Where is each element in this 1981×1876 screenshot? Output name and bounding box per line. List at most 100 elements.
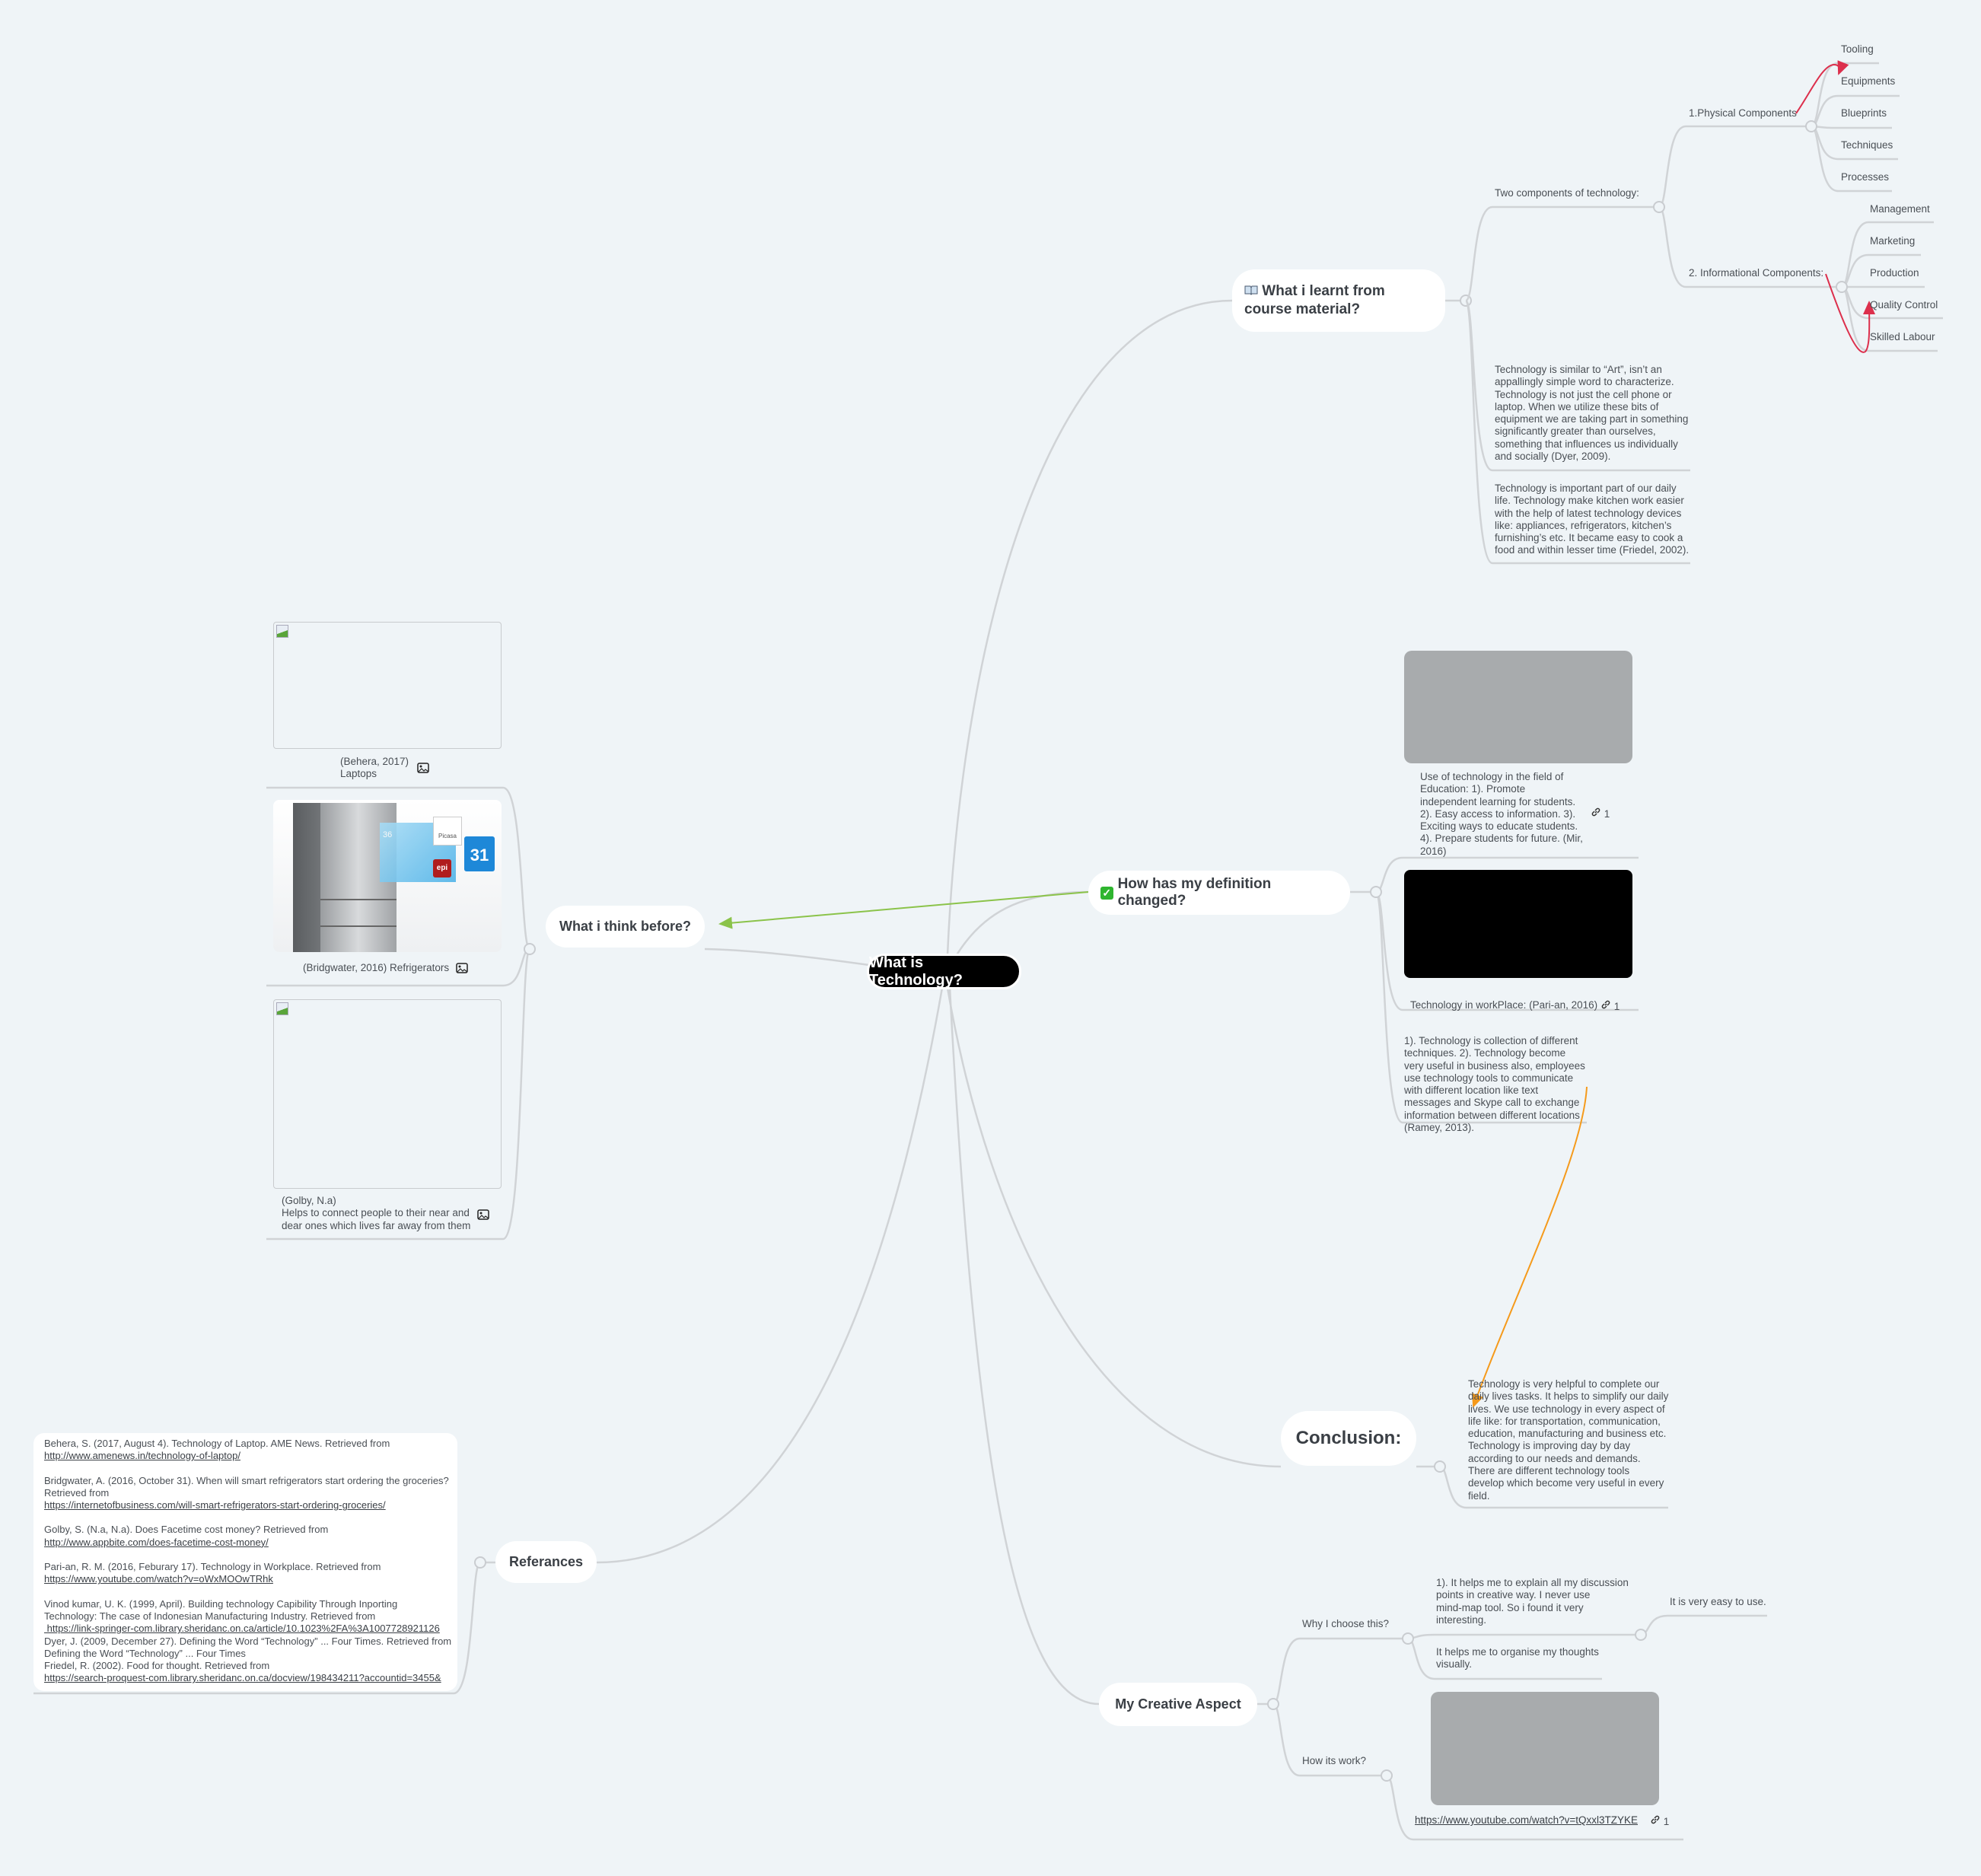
collapse-toggle[interactable] [524, 943, 536, 955]
link-icon [1651, 1815, 1660, 1824]
edge [1407, 1633, 1641, 1640]
branch-changed [954, 890, 1089, 958]
link-badge[interactable]: 1 [1600, 999, 1620, 1012]
fridge-app-tile: Picasa [433, 817, 462, 846]
reference-entry: Bridgwater, A. (2016, October 31). When … [44, 1475, 455, 1512]
facetime-image[interactable] [273, 999, 502, 1189]
edge [266, 948, 531, 1241]
reference-entry: Golby, S. (N.a, N.a). Does Facetime cost… [44, 1524, 455, 1549]
leaf-quality-control[interactable]: Quality Control [1870, 299, 1938, 311]
topic-conclusion[interactable]: Conclusion: [1281, 1411, 1416, 1466]
subtopic-two-components[interactable]: Two components of technology: [1495, 187, 1639, 199]
edge [266, 786, 531, 951]
reason-easy-to-use[interactable]: It is very easy to use. [1670, 1596, 1766, 1607]
paragraph-art[interactable]: Technology is similar to “Art”, isn’t an… [1495, 364, 1689, 463]
topic-what-i-learnt[interactable]: What i learnt from course material? [1232, 269, 1445, 332]
workplace-caption[interactable]: Technology in workPlace: (Pari-an, 2016) [1410, 999, 1598, 1011]
workplace-video[interactable] [1404, 870, 1632, 978]
topic-definition-changed[interactable]: ✓ How has my definition changed? [1088, 871, 1350, 915]
leaf-processes[interactable]: Processes [1841, 171, 1890, 183]
calendar-icon: 31 [464, 836, 495, 871]
how-it-works-video-thumbnail[interactable] [1431, 1692, 1659, 1805]
image-icon[interactable] [477, 1209, 489, 1220]
leaf-production[interactable]: Production [1870, 267, 1919, 279]
education-video-thumbnail[interactable] [1404, 651, 1632, 763]
reference-link[interactable]: https://search-proquest-com.library.sher… [44, 1672, 441, 1684]
image-icon[interactable] [417, 763, 429, 773]
conclusion-text[interactable]: Technology is very helpful to complete o… [1468, 1378, 1669, 1502]
leaf-skilled-labour[interactable]: Skilled Labour [1870, 331, 1935, 342]
reason-explain-creatively[interactable]: 1). It helps me to explain all my discus… [1436, 1577, 1629, 1626]
reference-link[interactable]: http://www.appbite.com/does-facetime-cos… [44, 1536, 269, 1548]
reference-link[interactable]: https://link-springer-com.library.sherid… [44, 1623, 440, 1635]
edge [1811, 125, 1892, 129]
paragraph-daily-life[interactable]: Technology is important part of our dail… [1495, 483, 1690, 556]
collapse-toggle[interactable] [1370, 886, 1382, 898]
topic-my-creative-aspect[interactable]: My Creative Aspect [1099, 1683, 1257, 1726]
topic-what-i-think-before[interactable]: What i think before? [546, 906, 705, 948]
reference-link[interactable]: https://www.youtube.com/watch?v=oWxMOOwT… [44, 1573, 273, 1585]
leaf-marketing[interactable]: Marketing [1870, 235, 1916, 247]
link-icon [1601, 1000, 1610, 1009]
reference-entry: Behera, S. (2017, August 4). Technology … [44, 1438, 455, 1463]
reference-link[interactable]: https://internetofbusiness.com/will-smar… [44, 1499, 386, 1511]
edge [1464, 299, 1690, 565]
collapse-toggle[interactable] [474, 1556, 486, 1569]
edge [33, 1561, 482, 1695]
leaf-blueprints[interactable]: Blueprints [1841, 107, 1887, 119]
edge [1640, 1614, 1767, 1636]
edge [1464, 205, 1659, 302]
collapse-toggle[interactable] [1381, 1769, 1393, 1782]
collapse-toggle[interactable] [1836, 281, 1848, 293]
image-icon[interactable] [456, 963, 468, 973]
reference-entry: Pari-an, R. M. (2016, Feburary 17). Tech… [44, 1561, 455, 1586]
paragraph-collection[interactable]: 1). Technology is collection of differen… [1404, 1035, 1585, 1134]
reference-text: Golby, S. (N.a, N.a). Does Facetime cost… [44, 1524, 329, 1536]
relation-arrow-green [718, 891, 1089, 929]
collapse-toggle[interactable] [1805, 120, 1817, 132]
edge [1658, 125, 1811, 209]
topic-label: What i learnt from course material? [1244, 283, 1385, 317]
topic-label: How has my definition changed? [1117, 876, 1272, 909]
laptop-image[interactable] [273, 622, 502, 749]
leaf-equipments[interactable]: Equipments [1841, 75, 1896, 87]
broken-image-icon [276, 625, 288, 638]
collapse-toggle[interactable] [1402, 1632, 1414, 1645]
collapse-toggle[interactable] [1635, 1629, 1647, 1641]
collapse-toggle[interactable] [1267, 1698, 1279, 1710]
link-badge[interactable]: 1 [1591, 807, 1610, 820]
reference-text: Dyer, J. (2009, December 27). Defining t… [44, 1635, 452, 1672]
branch-before [704, 948, 870, 967]
collapse-toggle[interactable] [1653, 201, 1665, 213]
relation-arrow-red [1825, 273, 1876, 353]
reference-link[interactable]: http://www.amenews.in/technology-of-lapt… [44, 1450, 240, 1462]
education-caption[interactable]: Use of technology in the field of Educat… [1420, 771, 1583, 857]
leaf-tooling[interactable]: Tooling [1841, 43, 1874, 55]
subtopic-how-its-work[interactable]: How its work? [1302, 1755, 1367, 1766]
reference-text: Bridgwater, A. (2016, October 31). When … [44, 1474, 449, 1499]
subtopic-informational-components[interactable]: 2. Informational Components: [1689, 267, 1824, 279]
youtube-link[interactable]: https://www.youtube.com/watch?v=tQxxl3TZ… [1415, 1814, 1638, 1826]
refrigerator-caption: (Bridgwater, 2016) Refrigerators [303, 962, 450, 973]
leaf-management[interactable]: Management [1870, 203, 1930, 215]
reference-text: Behera, S. (2017, August 4). Technology … [44, 1438, 390, 1449]
open-book-icon [1244, 285, 1258, 295]
references-box[interactable]: Behera, S. (2017, August 4). Technology … [33, 1433, 457, 1691]
link-badge[interactable]: 1 [1650, 1814, 1669, 1827]
central-topic[interactable]: What is Technology? [867, 954, 1021, 989]
subtopic-physical-components[interactable]: 1.Physical Components [1689, 107, 1797, 119]
refrigerator-image[interactable]: 36 Picasa 31 epi [273, 800, 502, 952]
relation-arrow-red [1795, 60, 1849, 114]
reason-organise-thoughts[interactable]: It helps me to organise my thoughts visu… [1436, 1646, 1599, 1671]
collapse-toggle[interactable] [1434, 1460, 1446, 1473]
link-icon [1591, 807, 1600, 817]
fridge-badge: epi [433, 859, 451, 877]
edge [1374, 890, 1587, 1124]
reference-text: Pari-an, R. M. (2016, Feburary 17). Tech… [44, 1561, 381, 1573]
facetime-caption: (Golby, N.a) Helps to connect people to … [282, 1195, 471, 1231]
branch-learnt [946, 299, 1233, 956]
leaf-techniques[interactable]: Techniques [1841, 139, 1893, 151]
topic-references[interactable]: Referances [495, 1541, 597, 1583]
subtopic-why-i-choose-this[interactable]: Why I choose this? [1302, 1618, 1390, 1629]
